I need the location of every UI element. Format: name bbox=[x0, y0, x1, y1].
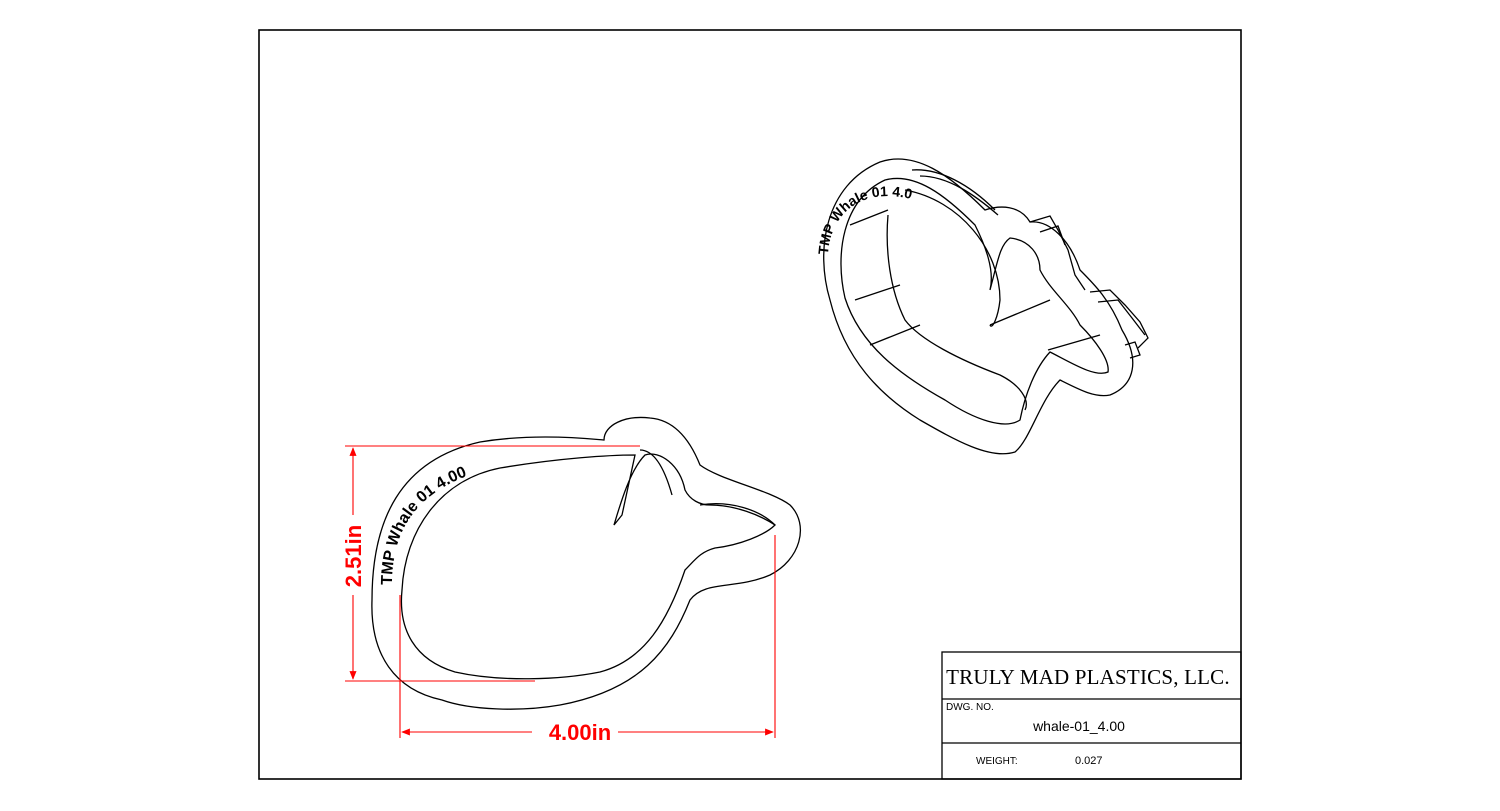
company-name: TRULY MAD PLASTICS, LLC. bbox=[946, 665, 1230, 689]
height-dimension-label: 2.51in bbox=[341, 525, 366, 587]
iso-inner-rim bbox=[840, 177, 1109, 425]
dwg-no-label: DWG. NO. bbox=[946, 702, 994, 713]
iso-cavity-wall bbox=[989, 299, 1051, 326]
dwg-no-value: whale-01_4.00 bbox=[1032, 718, 1125, 734]
whale-fluke-line bbox=[699, 503, 776, 526]
front-engraving: TMP Whale 01 4.00 bbox=[379, 464, 469, 585]
title-block bbox=[941, 651, 1242, 780]
front-view bbox=[371, 416, 801, 710]
weight-value: 0.027 bbox=[1075, 755, 1103, 767]
dimension-lines bbox=[345, 445, 776, 738]
iso-back-flange bbox=[911, 169, 996, 211]
iso-cavity-wall bbox=[869, 324, 921, 346]
isometric-view bbox=[823, 158, 1149, 455]
iso-tail-lug bbox=[1089, 289, 1149, 349]
iso-cavity-wall bbox=[1047, 334, 1101, 351]
whale-inner-outline bbox=[400, 453, 777, 680]
width-dimension-label: 4.00in bbox=[549, 720, 611, 745]
iso-tail-lug bbox=[1097, 299, 1146, 336]
whale-outer-outline bbox=[371, 416, 801, 710]
iso-outer-rim bbox=[823, 158, 1134, 455]
iso-engraving: TMP Whale 01 4.00 bbox=[0, 0, 914, 255]
iso-cavity-wall bbox=[886, 214, 1027, 411]
drawing-border bbox=[258, 29, 1242, 780]
iso-tail-lug bbox=[1039, 225, 1066, 246]
iso-cavity-wall bbox=[854, 284, 901, 301]
iso-cavity-wall bbox=[849, 209, 889, 226]
iso-back-flange bbox=[919, 175, 999, 216]
iso-tail-lug bbox=[1124, 341, 1141, 359]
iso-tail-lug bbox=[1029, 215, 1086, 291]
iso-cavity-edge bbox=[904, 189, 1001, 327]
weight-label: WEIGHT: bbox=[976, 756, 1018, 767]
whale-fluke-line bbox=[639, 449, 673, 496]
title-block-frame bbox=[941, 651, 1242, 780]
